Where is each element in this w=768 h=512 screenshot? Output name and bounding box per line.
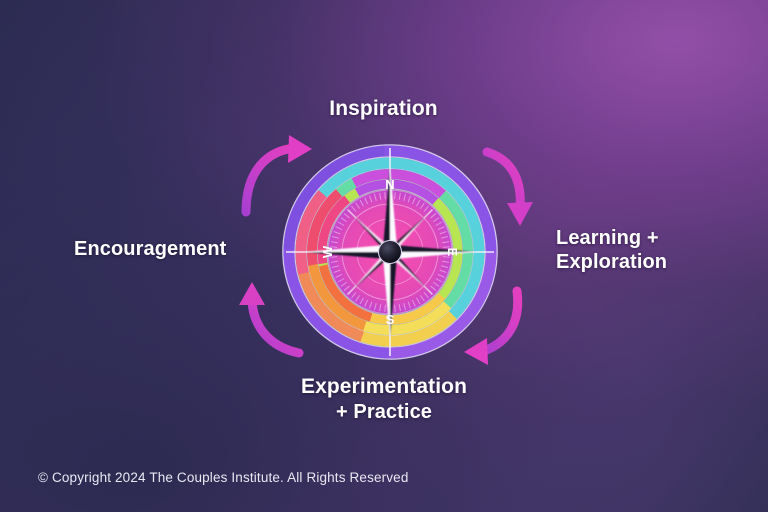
cycle-label-learning-line2: Exploration: [556, 251, 668, 274]
cycle-label-learning-exploration: Learning + Exploration: [556, 226, 667, 275]
compass-label-east: E: [445, 248, 460, 257]
copyright-text: © Copyright 2024 The Couples Institute. …: [38, 470, 409, 485]
compass-label-south: S: [386, 312, 395, 327]
cycle-label-experimentation-practice: Experimentation + Practice: [0, 374, 768, 424]
cycle-label-learning-line1: Learning +: [556, 227, 659, 249]
cycle-label-experimentation-line2: + Practice: [335, 400, 433, 423]
cycle-label-encouragement-text: Encouragement: [74, 238, 227, 260]
compass-tick-ring: [330, 192, 450, 312]
compass-hub: [377, 239, 403, 265]
cycle-label-encouragement: Encouragement: [74, 237, 226, 261]
compass-graphic: N E S W: [282, 144, 498, 360]
cycle-label-inspiration-text: Inspiration: [329, 97, 438, 120]
cycle-label-experimentation-line1: Experimentation: [300, 375, 468, 398]
cycle-label-inspiration: Inspiration: [0, 96, 768, 122]
compass-rose: [304, 166, 476, 338]
compass-svg: N E S W: [282, 144, 498, 360]
compass-label-north: N: [385, 177, 394, 192]
compass-label-west: W: [320, 245, 335, 258]
